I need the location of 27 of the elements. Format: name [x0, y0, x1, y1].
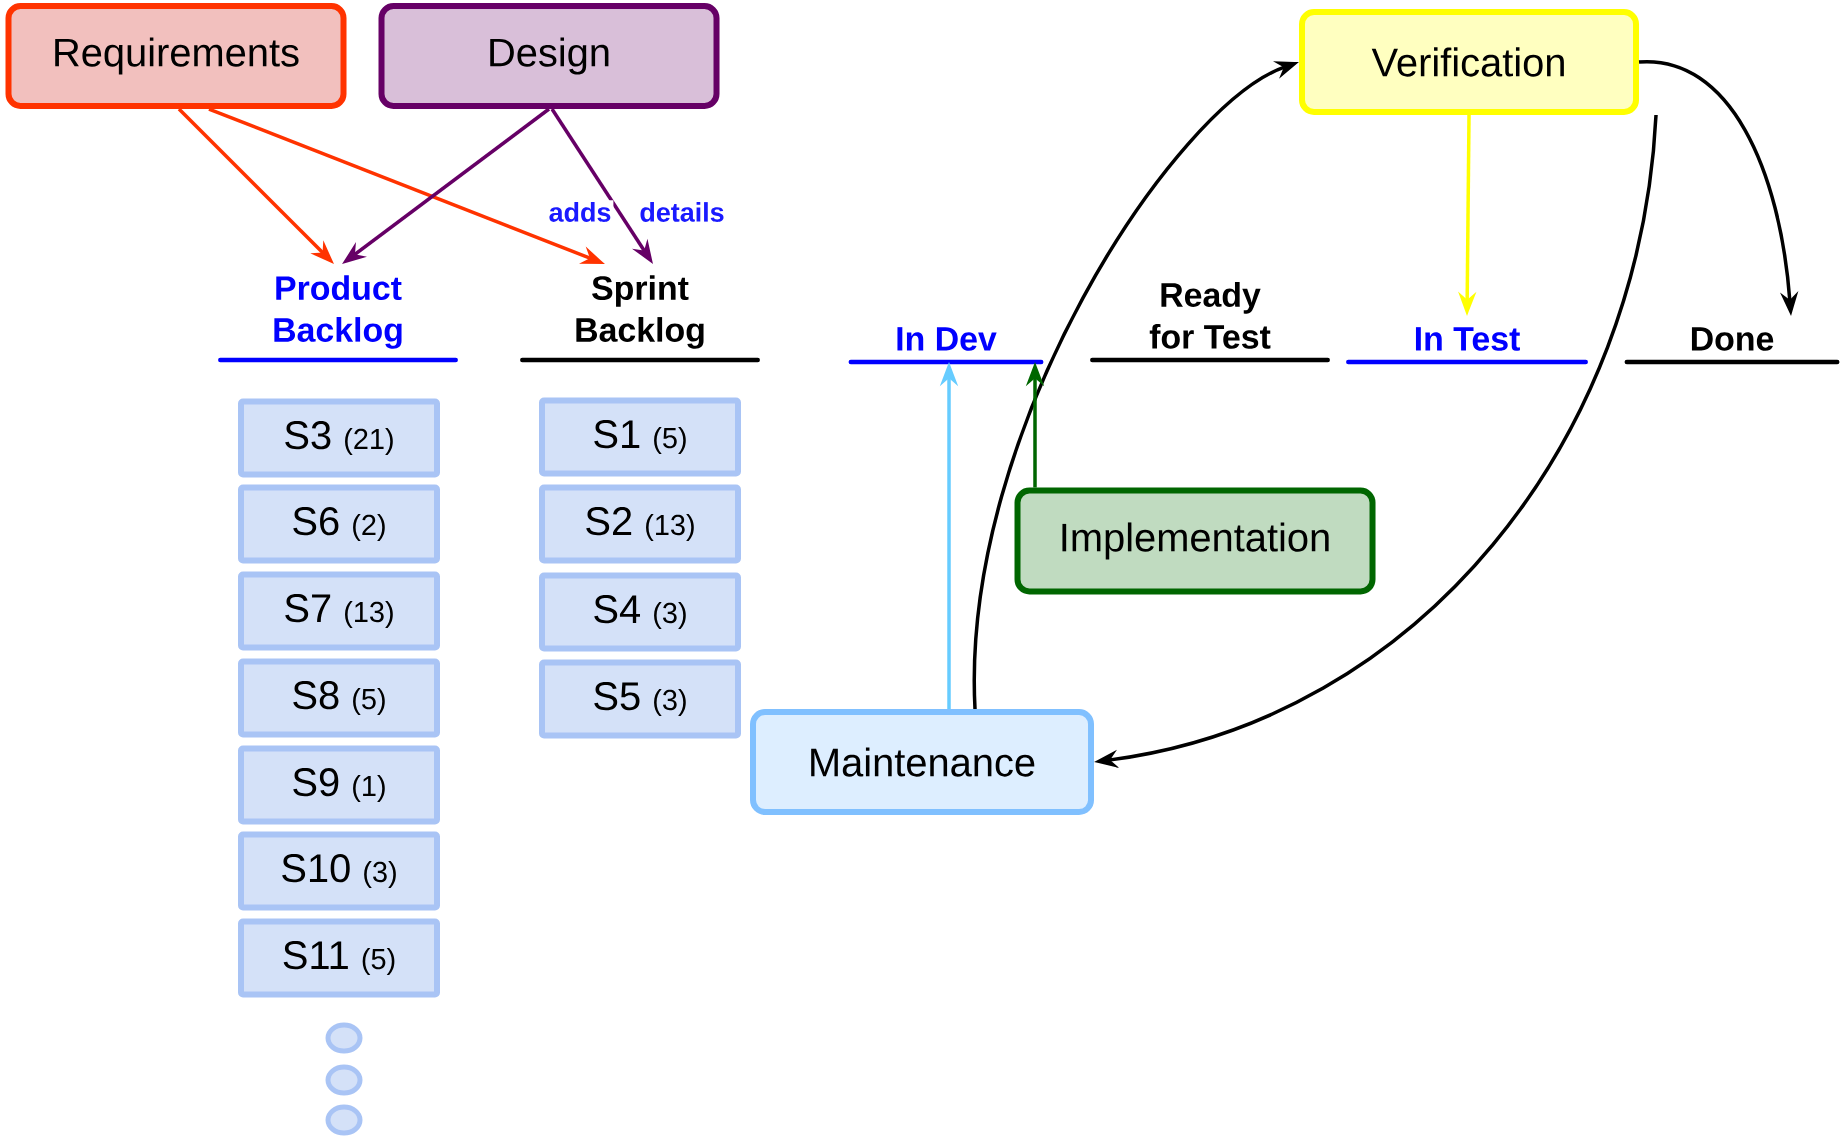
edge-label: adds — [546, 200, 614, 224]
ellipsis-dot — [325, 1104, 363, 1136]
column-header: Product Backlog — [218, 275, 458, 363]
column-header: In Dev — [848, 327, 1044, 365]
ellipsis-dot — [325, 1022, 363, 1054]
process-box: Requirements — [5, 3, 347, 109]
process-box: Design — [378, 3, 720, 109]
story-card: S5 (3) — [539, 659, 741, 739]
story-card: S1 (5) — [539, 397, 741, 477]
story-card: S7 (13) — [238, 571, 440, 651]
process-box: Verification — [1299, 9, 1639, 115]
column-header: Done — [1624, 327, 1840, 365]
story-card: S3 (21) — [238, 398, 440, 478]
process-box: Implementation — [1014, 487, 1376, 595]
column-header: Ready for Test — [1090, 282, 1330, 363]
story-card: S9 (1) — [238, 745, 440, 825]
story-card: S11 (5) — [238, 918, 440, 998]
process-box: Maintenance — [750, 709, 1094, 815]
edge-label: details — [637, 200, 727, 224]
story-card: S6 (2) — [238, 484, 440, 564]
ellipsis-dot — [325, 1064, 363, 1096]
story-card: S10 (3) — [238, 831, 440, 911]
story-card: S8 (5) — [238, 658, 440, 738]
column-header: Sprint Backlog — [520, 275, 760, 363]
story-card: S4 (3) — [539, 572, 741, 652]
column-header: In Test — [1346, 327, 1588, 365]
story-card: S2 (13) — [539, 484, 741, 564]
